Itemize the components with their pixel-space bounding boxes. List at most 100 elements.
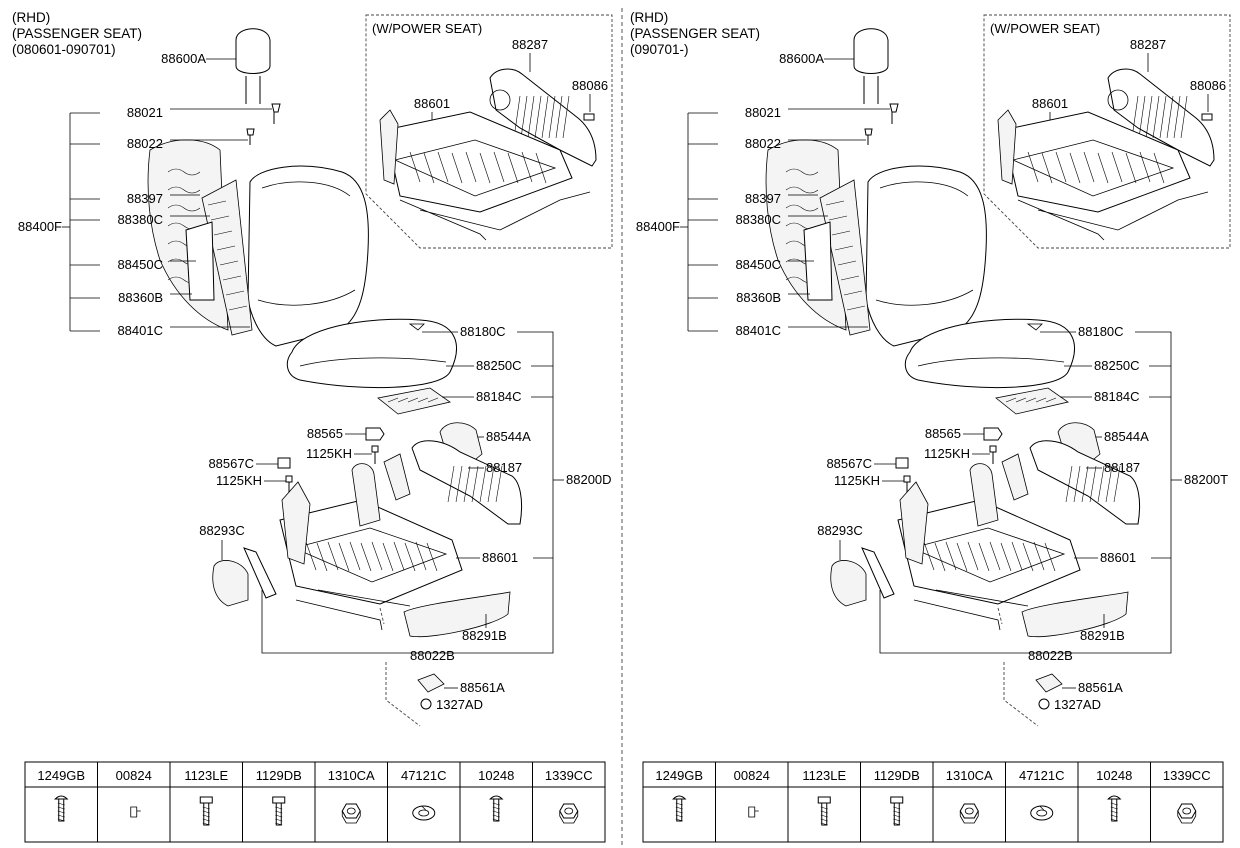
table-header-47121C: 47121C xyxy=(401,768,447,783)
table-header-1310CA: 1310CA xyxy=(946,768,993,783)
label-88544A: 88544A xyxy=(1104,429,1149,444)
label-88400F: 88400F xyxy=(636,219,680,234)
clip-icon xyxy=(130,806,141,818)
bolt-icon xyxy=(817,796,831,826)
label-1125KH-a: 1125KH xyxy=(306,446,352,461)
table-header-1129DB: 1129DB xyxy=(874,768,920,783)
shield-outer xyxy=(1029,440,1141,525)
back-frame xyxy=(819,179,871,336)
header-line: (PASSENGER SEAT) xyxy=(630,26,760,41)
label-88086: 88086 xyxy=(1190,78,1226,93)
label-1327AD: 1327AD xyxy=(1054,697,1101,712)
label-88187: 88187 xyxy=(1104,460,1140,475)
table-header-1123LE: 1123LE xyxy=(184,768,228,783)
guide-a xyxy=(889,103,899,124)
back-labels: 88021880228839788380C88450C88360B88401C8… xyxy=(18,105,272,338)
panel-1: (RHD)(PASSENGER SEAT)(080601-090701) (W/P… xyxy=(12,10,613,843)
guide-b xyxy=(246,128,255,145)
label-88360B: 88360B xyxy=(736,290,781,305)
inset-cap xyxy=(583,113,595,121)
label-88180C: 88180C xyxy=(1078,324,1124,339)
table-header-10248: 10248 xyxy=(1096,768,1132,783)
seat-cushion xyxy=(904,318,1075,415)
label-88380C: 88380C xyxy=(735,212,781,227)
table-header-10248: 10248 xyxy=(478,768,514,783)
label-88450C: 88450C xyxy=(117,257,163,272)
inset-shield xyxy=(489,68,597,167)
header-line: (PASSENGER SEAT) xyxy=(12,26,142,41)
label-88561A: 88561A xyxy=(1078,680,1123,695)
label-88250C: 88250C xyxy=(1094,358,1140,373)
knob xyxy=(365,427,385,441)
bolt-icon xyxy=(272,796,286,826)
bolt-icon xyxy=(890,796,904,826)
knob xyxy=(983,427,1003,441)
seat-back xyxy=(765,103,987,347)
back-board xyxy=(185,221,215,301)
label-88022: 88022 xyxy=(127,136,163,151)
inset-title: (W/POWER SEAT) xyxy=(372,21,482,36)
table-header-1310CA: 1310CA xyxy=(328,768,375,783)
cushion-spring xyxy=(995,387,1069,415)
label-88022B: 88022B xyxy=(410,648,455,663)
cushion-cover xyxy=(904,318,1075,389)
screw-icon xyxy=(489,795,504,822)
cushion-labels: 88180C 88250C 88184C 88200T xyxy=(879,324,1228,654)
nut xyxy=(1038,698,1050,710)
back-cover xyxy=(865,165,987,347)
header-line: (090701-) xyxy=(630,42,689,57)
label-88200: 88200T xyxy=(1184,472,1228,487)
label-88184C: 88184C xyxy=(1094,389,1140,404)
back-frame xyxy=(201,179,253,336)
label-88021: 88021 xyxy=(127,105,163,120)
label-88187: 88187 xyxy=(486,460,522,475)
clip-icon xyxy=(748,806,759,818)
label-88397: 88397 xyxy=(745,191,781,206)
label-1125KH-b: 1125KH xyxy=(216,473,262,488)
label-88567C: 88567C xyxy=(826,456,872,471)
label-88291B: 88291B xyxy=(462,628,507,643)
headrest xyxy=(853,28,889,104)
table-header-1123LE: 1123LE xyxy=(802,768,846,783)
label-88291B: 88291B xyxy=(1080,628,1125,643)
inset-cap xyxy=(1201,113,1213,121)
table-header-1249GB: 1249GB xyxy=(37,768,85,783)
label-88601: 88601 xyxy=(1100,550,1136,565)
label-88565: 88565 xyxy=(307,426,343,441)
headrest-shape xyxy=(853,28,889,74)
label-88200: 88200D xyxy=(566,472,612,487)
front-cover xyxy=(403,591,511,638)
label-88293C: 88293C xyxy=(199,523,245,538)
label-88293C: 88293C xyxy=(817,523,863,538)
guide-a xyxy=(271,103,281,124)
seat-cushion xyxy=(286,318,457,415)
back-labels: 88021880228839788380C88450C88360B88401C8… xyxy=(636,105,890,338)
front-cover xyxy=(1021,591,1129,638)
label-88380C: 88380C xyxy=(117,212,163,227)
label-88022: 88022 xyxy=(745,136,781,151)
cushion-spring xyxy=(377,387,451,415)
table-header-1129DB: 1129DB xyxy=(256,768,302,783)
label-88021: 88021 xyxy=(745,105,781,120)
clip xyxy=(277,457,291,469)
side-cover xyxy=(830,560,867,607)
label-88360B: 88360B xyxy=(118,290,163,305)
label-88600A: 88600A xyxy=(161,51,206,66)
panel-header: (RHD)(PASSENGER SEAT)(090701-) xyxy=(630,10,760,57)
label-inset-88601: 88601 xyxy=(1032,96,1068,111)
label-1327AD: 1327AD xyxy=(436,697,483,712)
nut-icon xyxy=(341,803,361,824)
table-header-1339CC: 1339CC xyxy=(545,768,593,783)
label-88397: 88397 xyxy=(127,191,163,206)
side-cover xyxy=(212,560,249,607)
bracket xyxy=(1035,673,1063,693)
header-line: (RHD) xyxy=(12,10,50,25)
label-1125KH-a: 1125KH xyxy=(924,446,970,461)
panel-2: (RHD)(PASSENGER SEAT)(090701-)(W/POWER S… xyxy=(630,10,1231,843)
panel-header: (RHD)(PASSENGER SEAT)(080601-090701) xyxy=(12,10,142,57)
